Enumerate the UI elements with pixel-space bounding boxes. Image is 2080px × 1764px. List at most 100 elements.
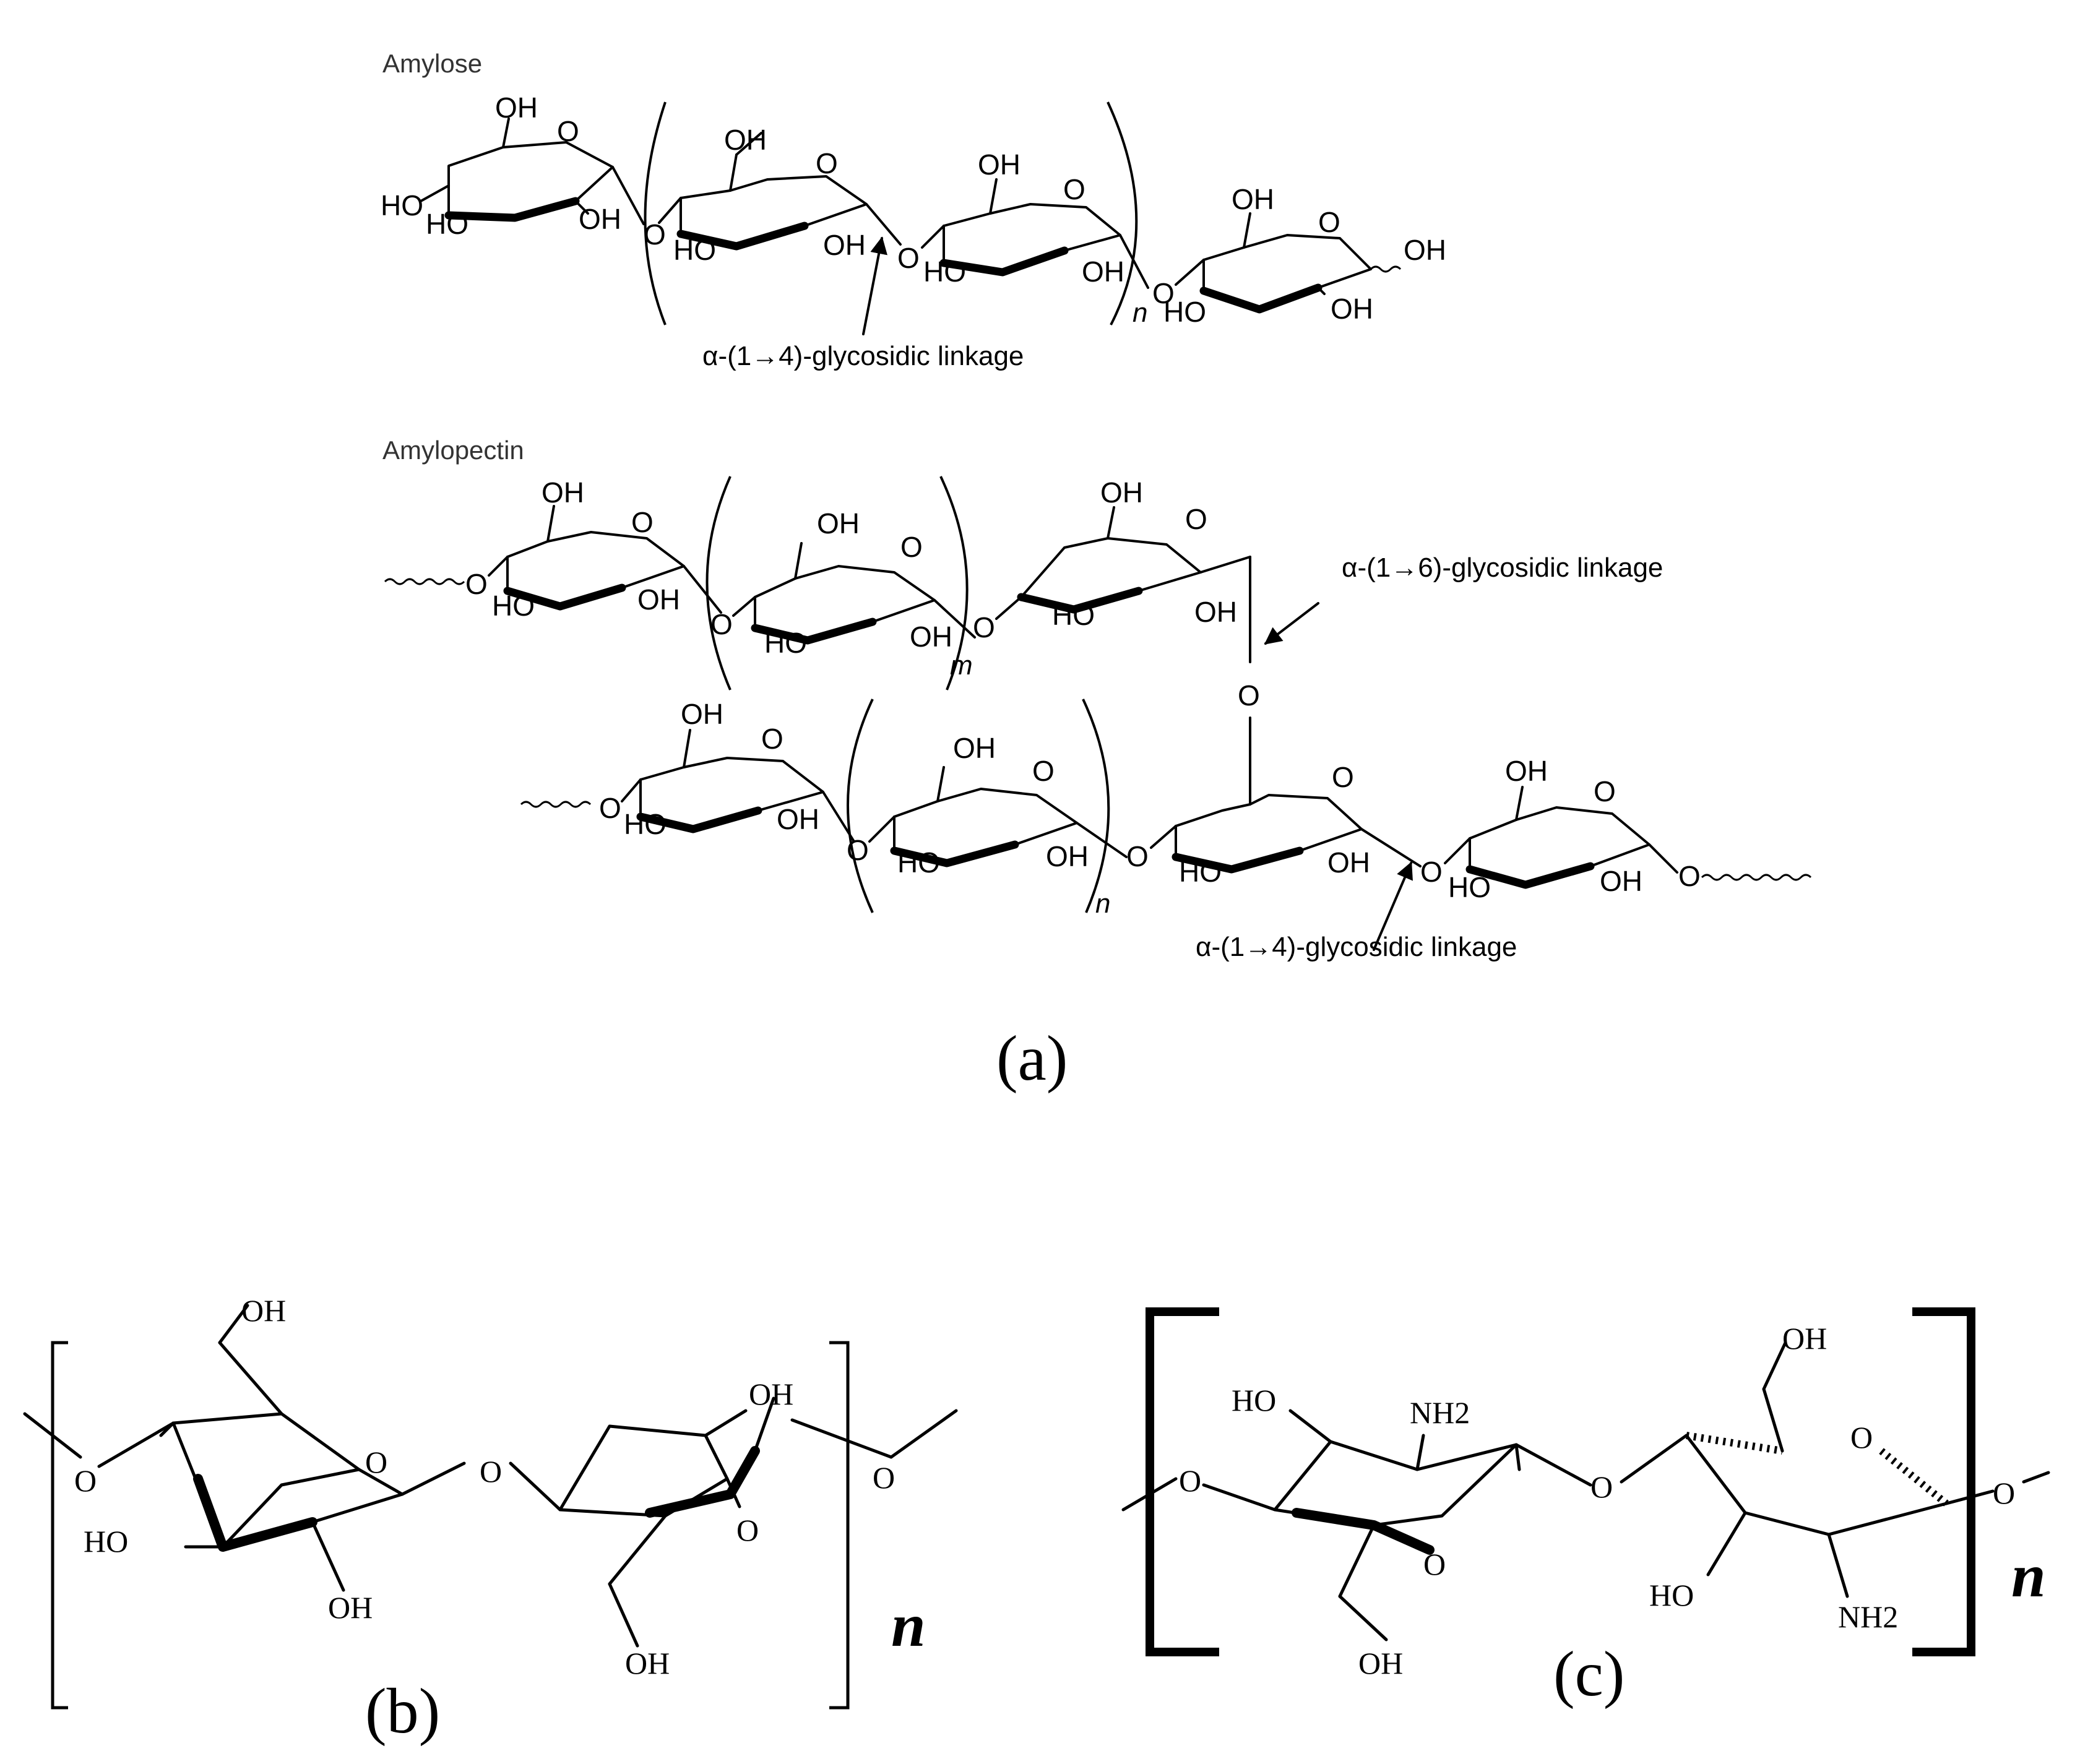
atom-o: O [1594,775,1616,807]
amylopectin-top-unit-2: OH O HO OH [732,507,976,659]
atom-ho: HO [426,208,468,240]
amylose-glucose-unit-4: O OH O OH HO OH [1152,183,1446,328]
repeat-parenthesis-open [706,476,731,691]
atom-o: O [761,723,783,755]
atom-o: O [480,1454,502,1489]
amylose-title: Amylose [382,49,482,78]
atom-oh: OH [241,1293,286,1328]
atom-oh: OH [1232,183,1274,215]
atom-oh: OH [1331,293,1373,325]
atom-o: O [74,1463,97,1498]
repeat-subscript-n: n [2011,1541,2046,1610]
atom-oh: OH [724,124,767,156]
panel-b-glucose-unit-2: OH O OH O [509,1377,958,1680]
chain-continuation-wavy [520,801,592,808]
atom-o: O [557,115,579,147]
panel-c-glucosamine-unit-1: HO NH2 O OH [1202,1383,1592,1680]
amylose-glucose-unit-1: OH O HO HO OH O [381,92,666,251]
atom-ho: HO [492,590,535,622]
repeat-bracket-open [1146,1307,1219,1656]
repeat-parenthesis-open [847,699,874,913]
atom-ho: HO [1649,1578,1694,1612]
atom-ho: HO [1179,856,1222,888]
atom-oh: OH [681,698,723,730]
amylopectin-top-unit-1: OH O HO OH [488,476,722,622]
panel-c-glucosamine-unit-2: OH O HO NH2 O [1620,1321,2050,1634]
atom-o: O [1152,277,1175,309]
atom-oh: OH [495,92,538,124]
amylopectin-bottom-unit-1: OH O HO OH [621,698,855,843]
repeat-parenthesis-close [1107,101,1138,325]
repeat-bracket-close [829,1341,850,1710]
atom-o: O [873,1460,895,1495]
atom-o: O [1423,1547,1446,1581]
linkage-arrow-16 [1264,602,1319,645]
amylopectin-bottom-unit-4: OH O HO OH [1444,755,1678,903]
atom-oh: OH [823,229,866,261]
panel-c-structure: n O HO NH2 O OH O [1121,1307,2050,1680]
atom-nh2: NH2 [1410,1395,1470,1430]
repeat-bracket-close [1912,1307,1975,1656]
linkage-arrow-amylose [862,236,887,335]
atom-o: O [1238,679,1260,712]
atom-ho: HO [673,234,716,266]
atom-o: O [465,568,488,600]
atom-oh: OH [1600,865,1642,897]
atom-oh: OH [625,1646,670,1680]
atom-ho: HO [1448,871,1491,903]
atom-o: O [1179,1463,1201,1498]
atom-oh: OH [777,803,819,835]
atom-oh: OH [1100,476,1143,509]
panel-label-b: (b) [365,1676,440,1747]
atom-ho: HO [923,256,966,288]
atom-o: O [973,611,995,643]
atom-o: O [1678,860,1701,892]
amylopectin-structure: Amylopectin O OH O HO OH O OH O HO OH [382,436,1812,962]
amylose-glucose-unit-2: OH O HO OH O [658,124,920,274]
atom-o: O [900,531,923,563]
repeat-subscript-n: n [1095,888,1110,919]
atom-o: O [1993,1476,2015,1510]
repeat-parenthesis-close [1082,699,1110,913]
atom-oh: OH [1505,755,1548,787]
chain-continuation-wavy [384,578,465,585]
chain-continuation-wavy [1701,874,1812,881]
atom-o: O [631,506,654,538]
atom-o: O [1126,840,1149,872]
atom-oh: OH [1194,596,1237,628]
atom-o: O [1063,173,1085,205]
panel-b-structure: n O OH O HO OH O [23,1293,958,1710]
repeat-parenthesis-open [644,101,667,325]
linkage-label-16: α-(1→6)-glycosidic linkage [1342,553,1663,583]
atom-oh: OH [749,1377,793,1411]
atom-ho: HO [764,627,807,659]
panel-b-glucose-unit-1: OH O HO OH [84,1293,466,1625]
repeat-parenthesis-close [939,476,969,691]
atom-o: O [599,792,621,824]
atom-nh2: NH2 [1838,1599,1898,1634]
atom-oh: OH [637,583,680,616]
atom-ho: HO [381,189,423,222]
atom-ho: HO [897,846,940,879]
linkage-label-amylopectin: α-(1→4)-glycosidic linkage [1196,932,1517,962]
atom-oh: OH [1046,840,1089,872]
atom-oh: OH [910,621,952,653]
atom-o: O [1185,503,1207,535]
atom-ho: HO [1163,296,1206,328]
atom-o: O [1332,761,1354,793]
amylopectin-top-unit-3: OH O HO OH [995,476,1251,663]
repeat-bracket-open [51,1341,68,1710]
atom-oh: OH [328,1590,373,1625]
atom-oh: OH [1782,1321,1827,1356]
atom-o: O [365,1445,387,1479]
panel-label-a: (a) [996,1023,1068,1094]
atom-o: O [816,147,838,179]
atom-oh: OH [1327,846,1370,879]
atom-o: O [710,608,733,640]
atom-ho: HO [624,808,667,840]
amylopectin-bottom-unit-3: O HO OH [1150,761,1422,888]
atom-oh: OH [953,732,996,764]
atom-oh: OH [978,148,1021,181]
panel-label-c: (c) [1553,1638,1625,1710]
